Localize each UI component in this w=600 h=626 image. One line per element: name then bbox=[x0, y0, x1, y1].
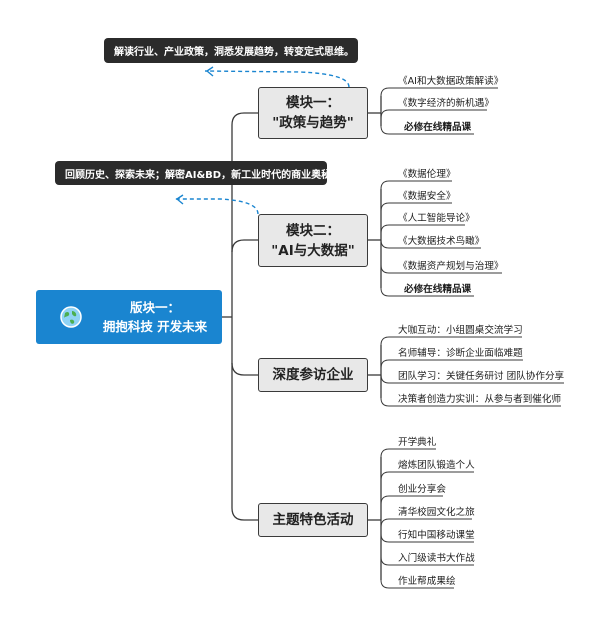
callout-arrowhead-ai-bd bbox=[176, 194, 184, 205]
leaf-item[interactable]: 熔炼团队锻造个人 bbox=[398, 460, 475, 471]
branch-module-1[interactable]: 模块一： "政策与趋势" bbox=[258, 87, 368, 139]
branch-connector bbox=[231, 507, 258, 521]
leaf-item[interactable]: 行知中国移动课堂 bbox=[398, 530, 475, 541]
branch-site-visit-label: 深度参访企业 bbox=[272, 367, 354, 383]
leaf-item[interactable]: 创业分享会 bbox=[398, 484, 446, 495]
leaf-underline bbox=[380, 336, 522, 346]
leaf-underline bbox=[380, 448, 436, 458]
branch-connector bbox=[231, 362, 258, 376]
leaf-underline bbox=[380, 471, 474, 481]
leaf-underline bbox=[380, 87, 498, 97]
branch-connector bbox=[231, 112, 258, 126]
leaf-item[interactable]: 团队学习：关键任务研讨 团队协作分享 bbox=[398, 371, 565, 382]
leaf-underline bbox=[380, 397, 561, 407]
leaf-item[interactable]: 作业帮成果绘 bbox=[398, 576, 456, 587]
leaf-item[interactable]: 清华校园文化之旅 bbox=[398, 507, 475, 518]
leaf-item[interactable]: 决策者创造力实训：从参与者到催化师 bbox=[398, 394, 562, 405]
leaf-underline bbox=[380, 224, 465, 234]
branch-activities[interactable]: 主题特色活动 bbox=[258, 503, 368, 537]
leaf-item[interactable]: 开学典礼 bbox=[398, 437, 437, 448]
leaf-underline bbox=[380, 374, 564, 384]
leaf-item[interactable]: 《数据伦理》 bbox=[398, 169, 456, 180]
leaf-underline bbox=[380, 533, 474, 543]
root-title-line2: 拥抱科技 开发未来 bbox=[102, 319, 208, 334]
branch-module-2[interactable]: 模块二： "AI与大数据" bbox=[258, 214, 368, 267]
branch-site-visit[interactable]: 深度参访企业 bbox=[258, 358, 368, 392]
leaf-underline bbox=[380, 495, 443, 505]
leaf-underline bbox=[380, 109, 487, 119]
callout-arrowhead-policy bbox=[206, 66, 214, 77]
leaf-item[interactable]: 《数字经济的新机遇》 bbox=[398, 98, 494, 109]
leaf-underline bbox=[380, 579, 454, 589]
leaf-item-required-course[interactable]: 必修在线精品课 bbox=[404, 284, 472, 295]
leaf-underline bbox=[380, 556, 474, 566]
leaf-item[interactable]: 《AI和大数据政策解读》 bbox=[398, 76, 504, 87]
callout-ai-bd-text: 回顾历史、探索未来；解密AI&BD，新工业时代的商业奥秘。 bbox=[65, 169, 342, 181]
callout-ai-bd: 回顾历史、探索未来；解密AI&BD，新工业时代的商业奥秘。 bbox=[55, 161, 341, 185]
leaf-underline bbox=[380, 239, 481, 249]
leaf-underline bbox=[380, 264, 502, 274]
branch-module-2-line1: 模块二： bbox=[286, 222, 340, 239]
leaf-item[interactable]: 《大数据技术鸟瞰》 bbox=[398, 236, 485, 247]
leaf-item-required-course[interactable]: 必修在线精品课 bbox=[404, 122, 472, 133]
leaf-underline bbox=[380, 518, 472, 528]
branch-module-2-line2: "AI与大数据" bbox=[271, 242, 355, 259]
leaf-item[interactable]: 大咖互动：小组圆桌交流学习 bbox=[398, 325, 523, 336]
root-topic[interactable]: 版块一： 拥抱科技 开发未来 bbox=[36, 290, 222, 344]
leaf-item[interactable]: 入门级读书大作战 bbox=[398, 553, 475, 564]
root-title-line1: 版块一： bbox=[129, 300, 180, 315]
callout-policy-text: 解读行业、产业政策，洞悉发展趋势，转变定式思维。 bbox=[114, 47, 354, 58]
leaf-underline bbox=[380, 359, 523, 369]
callout-arrow-policy bbox=[204, 70, 350, 88]
leaf-underline bbox=[380, 180, 452, 190]
leaf-item[interactable]: 《数据安全》 bbox=[398, 191, 456, 202]
leaf-underline bbox=[380, 125, 474, 135]
leaf-item[interactable]: 《人工智能导论》 bbox=[398, 213, 475, 224]
branch-activities-label: 主题特色活动 bbox=[272, 512, 354, 528]
leaf-item[interactable]: 《数据资产规划与治理》 bbox=[398, 261, 504, 272]
branch-module-1-line1: 模块一： bbox=[286, 95, 340, 111]
branch-module-1-line2: "政策与趋势" bbox=[272, 115, 354, 131]
callout-arrow-ai-bd bbox=[175, 198, 259, 215]
root-title: 版块一： 拥抱科技 开发未来 bbox=[94, 298, 216, 336]
globe-icon bbox=[60, 306, 82, 328]
leaf-underline bbox=[380, 287, 474, 297]
branch-connector bbox=[231, 239, 258, 253]
leaf-underline bbox=[380, 202, 452, 212]
leaf-item[interactable]: 名师辅导：诊断企业面临难题 bbox=[398, 348, 523, 359]
callout-policy: 解读行业、产业政策，洞悉发展趋势，转变定式思维。 bbox=[104, 38, 358, 63]
